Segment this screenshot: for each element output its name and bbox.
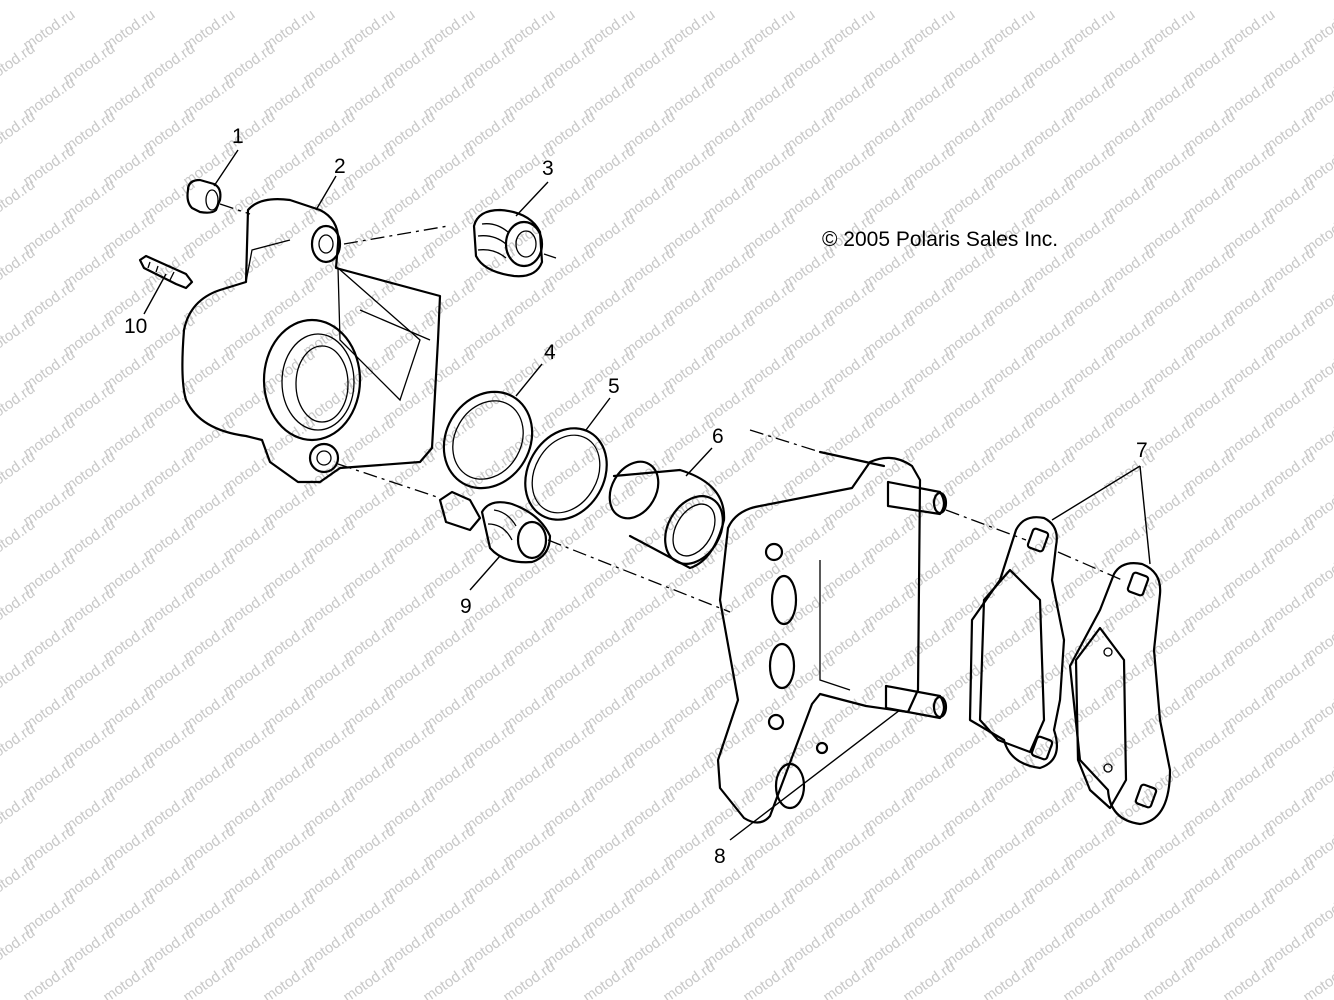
part-4-seal [442,390,534,490]
part-2-caliper-body [181,198,442,484]
leader-lines [143,149,1151,841]
part-3-boot [472,208,544,278]
copyright-notice: © 2005 Polaris Sales Inc. [822,228,1059,251]
part-6-piston [608,460,726,570]
callout-7: 7 [1136,439,1148,462]
part-9-guide-pin [438,490,552,564]
part-1-cap [186,178,222,214]
part-8-bracket [716,450,948,824]
callout-3: 3 [542,157,554,180]
part-5-ring [524,427,608,521]
callout-9: 9 [460,595,472,618]
part-7-pads [968,516,1172,826]
callout-1: 1 [232,125,244,148]
callout-10: 10 [124,315,148,338]
callout-6: 6 [712,425,724,448]
callout-8: 8 [714,845,726,868]
part-10-bleeder [138,254,194,290]
callout-4: 4 [544,341,556,364]
centre-lines [219,203,1123,613]
callout-2: 2 [334,155,346,178]
callout-5: 5 [608,375,620,398]
